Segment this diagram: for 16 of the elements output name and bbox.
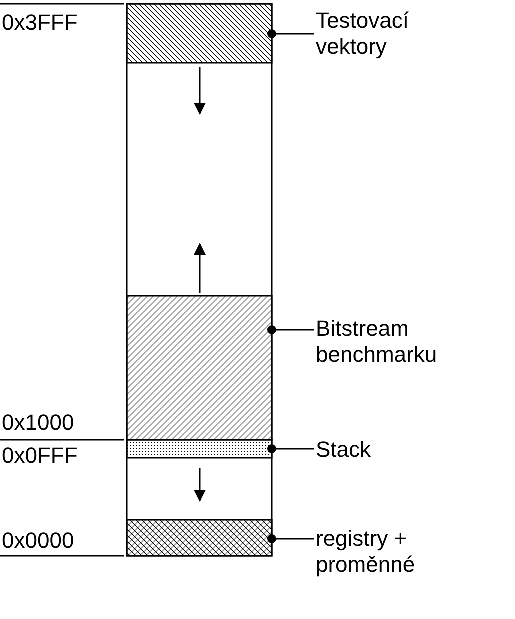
leader-line	[268, 444, 314, 454]
address-label: 0x1000	[2, 410, 74, 436]
leader-line	[268, 30, 314, 38]
region-label: Stack	[316, 437, 416, 463]
address-label: 0x0FFF	[2, 443, 78, 469]
hatched-region	[126, 295, 273, 441]
leader-line	[268, 326, 314, 334]
hatched-region	[126, 519, 273, 557]
region-label: registry + proměnné	[316, 526, 511, 578]
address-label: 0x0000	[2, 528, 74, 554]
hatched-region	[126, 439, 273, 459]
leader-line	[268, 534, 314, 544]
hatched-region	[126, 3, 273, 64]
region-label: Bitstream benchmarku	[316, 316, 506, 368]
address-label: 0x3FFF	[2, 10, 78, 36]
region-label: Testovací vektory	[316, 8, 456, 60]
